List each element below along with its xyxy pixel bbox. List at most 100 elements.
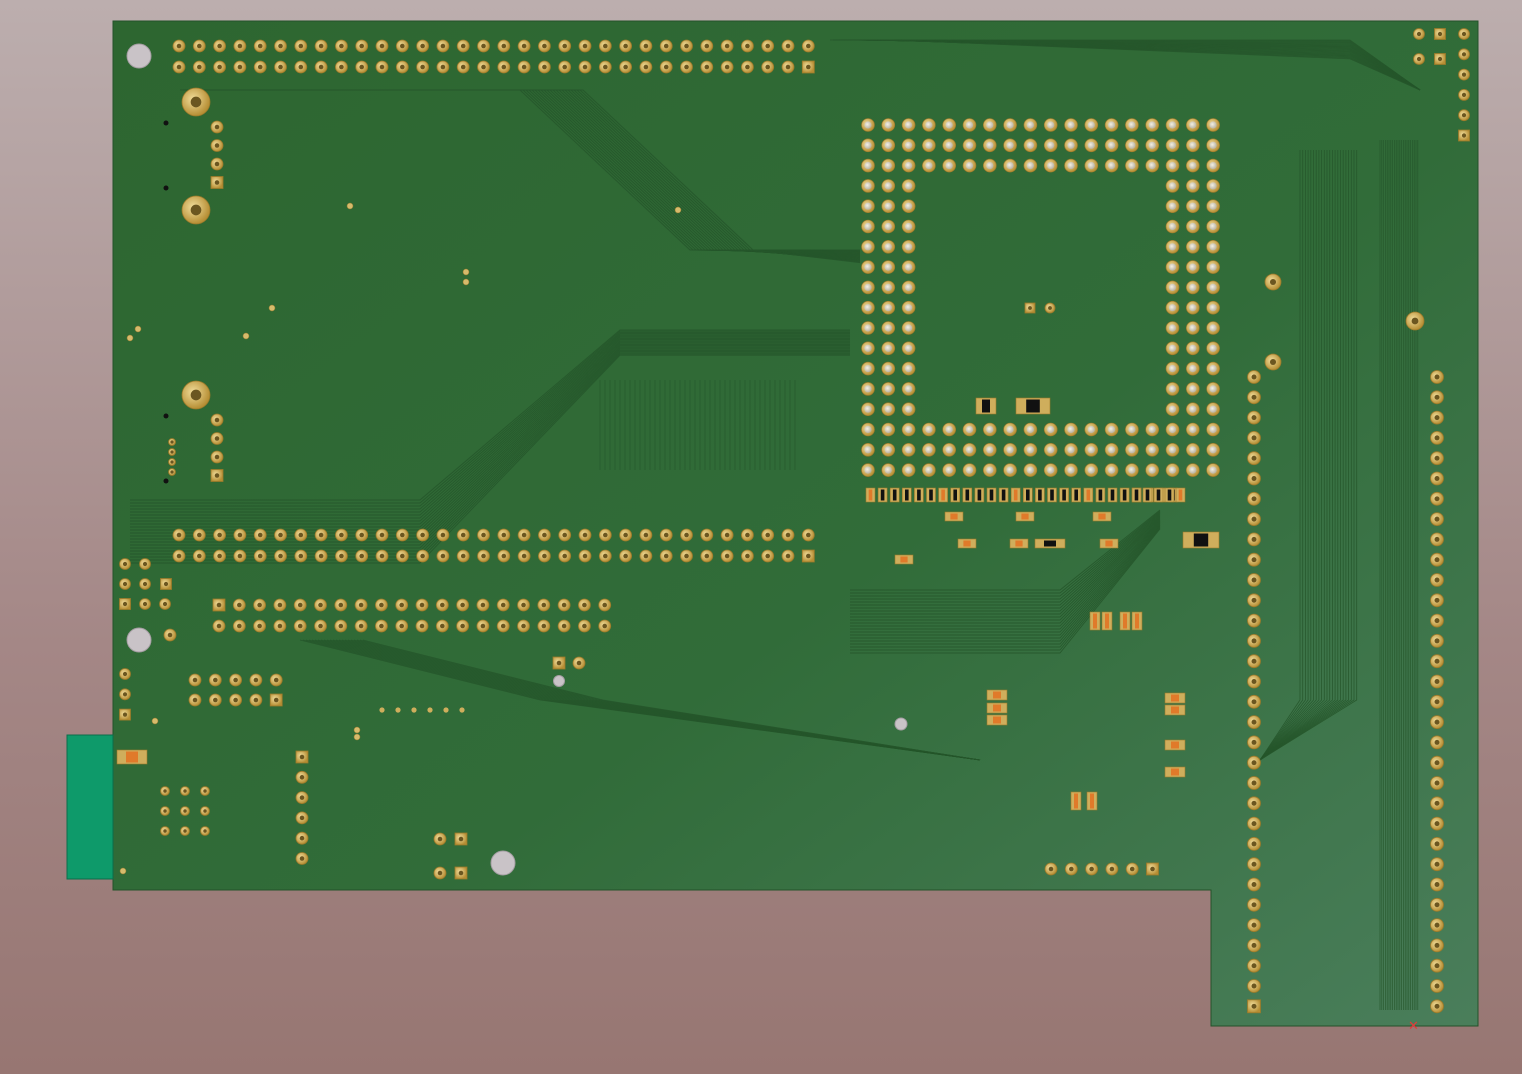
drill xyxy=(1251,597,1257,603)
trace xyxy=(1259,150,1347,761)
pga-pin xyxy=(1087,121,1095,129)
drill xyxy=(643,532,649,538)
drill xyxy=(1251,780,1257,786)
via xyxy=(268,304,276,312)
pga-pin xyxy=(1209,243,1217,251)
pga-pin xyxy=(1209,121,1217,129)
drill xyxy=(684,532,689,538)
drill xyxy=(142,581,148,587)
drill xyxy=(122,561,128,567)
pga-pin xyxy=(905,365,913,373)
drill xyxy=(176,43,182,49)
drill xyxy=(257,553,263,559)
pga-pin xyxy=(1168,446,1177,454)
pga-pin xyxy=(1209,385,1217,393)
drill xyxy=(1434,374,1440,380)
trace xyxy=(130,349,850,552)
drill xyxy=(176,64,182,70)
drill xyxy=(785,43,791,49)
drill xyxy=(1089,866,1094,872)
drill xyxy=(602,623,607,629)
smd-ic-body xyxy=(1050,489,1054,501)
drill xyxy=(190,204,202,216)
trace xyxy=(1259,150,1304,761)
pga-pin xyxy=(925,141,933,149)
drill xyxy=(1251,699,1257,705)
drill xyxy=(142,561,148,567)
pga-pin xyxy=(986,466,994,474)
drill xyxy=(1251,902,1257,908)
smd-ic-body xyxy=(1110,489,1115,501)
mounting-hole xyxy=(126,627,152,653)
drill xyxy=(253,697,259,703)
pga-pin xyxy=(884,466,892,474)
trace xyxy=(850,523,1161,636)
pga-pin xyxy=(1087,162,1095,170)
smd-resistor-body xyxy=(993,704,1001,712)
pga-pin xyxy=(1026,121,1034,129)
smd-ic-body xyxy=(1062,489,1066,501)
drill xyxy=(1251,557,1257,563)
pga-pin xyxy=(1026,162,1034,170)
drill xyxy=(203,829,207,833)
mounting-hole xyxy=(126,43,152,69)
pga-pin xyxy=(1148,466,1156,474)
drill xyxy=(684,553,689,559)
pga-pin xyxy=(1189,405,1197,413)
drill xyxy=(745,553,750,559)
pga-pin xyxy=(1168,222,1177,231)
smd-resistor-body xyxy=(963,540,971,547)
drill xyxy=(399,623,404,629)
pga-pin xyxy=(925,466,933,474)
smd-resistor-body xyxy=(1135,613,1139,629)
drill xyxy=(724,64,730,70)
pga-pin xyxy=(1209,344,1217,352)
drill xyxy=(1434,496,1440,502)
drill xyxy=(339,532,344,538)
drill xyxy=(214,473,220,478)
drill xyxy=(541,602,547,608)
drill xyxy=(298,64,304,70)
drill xyxy=(542,43,547,49)
trace xyxy=(1259,150,1333,761)
pga-pin xyxy=(1209,405,1217,413)
trace xyxy=(1259,150,1317,761)
drill xyxy=(122,692,128,697)
pga-pin xyxy=(1189,121,1197,129)
drill xyxy=(167,632,173,638)
drill xyxy=(183,829,187,833)
drill xyxy=(556,660,562,666)
pga-pin xyxy=(884,141,892,149)
trace xyxy=(850,526,1161,648)
smd-resistor-body xyxy=(1093,613,1097,629)
drill xyxy=(1437,56,1443,62)
drill xyxy=(1251,638,1257,644)
pga-pin xyxy=(945,466,953,474)
pga-pin xyxy=(1047,466,1055,474)
via xyxy=(427,707,433,713)
trace xyxy=(850,515,1161,609)
drill xyxy=(278,64,283,70)
smd-resistor-body xyxy=(1098,513,1106,520)
drill xyxy=(298,43,304,49)
trace xyxy=(1259,150,1309,761)
pga-pin xyxy=(1168,405,1177,413)
pga-pin xyxy=(1209,283,1217,291)
drill xyxy=(582,602,587,608)
pga-pin xyxy=(884,121,892,129)
pga-pin xyxy=(884,202,892,210)
drill xyxy=(379,553,385,559)
drill xyxy=(318,602,323,608)
edge-connector[interactable] xyxy=(66,734,114,880)
trace xyxy=(850,518,1161,621)
drill xyxy=(163,809,167,813)
trace xyxy=(850,515,1161,612)
pga-pin xyxy=(1189,162,1197,170)
drill xyxy=(785,532,791,538)
pga-pin xyxy=(1148,425,1156,434)
board-outline xyxy=(112,20,1479,1027)
drill xyxy=(1434,922,1440,928)
drill xyxy=(190,389,202,401)
